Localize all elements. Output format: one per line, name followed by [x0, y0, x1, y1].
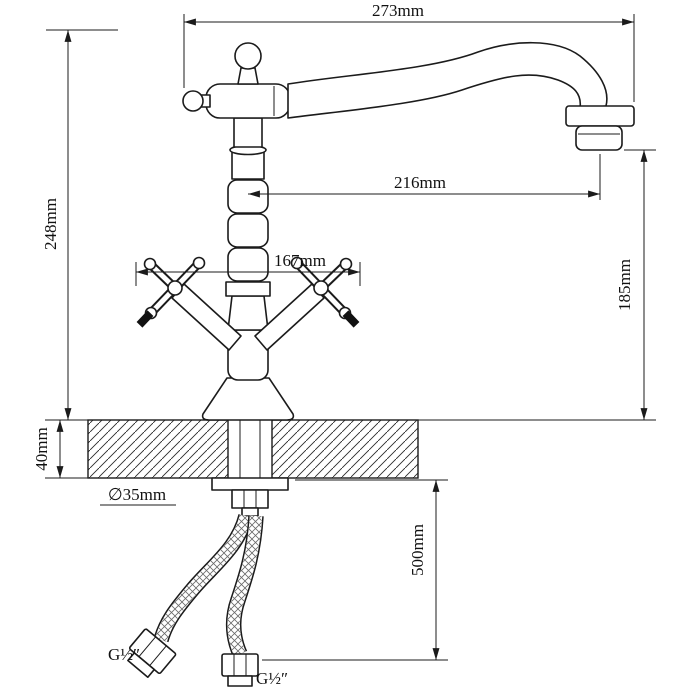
top-ball: [234, 42, 262, 70]
dim-handle-span: 167mm: [135, 251, 361, 286]
faucet-base: [201, 377, 295, 421]
countertop-section: [87, 419, 419, 479]
dim-height-above-deck: 248mm: [41, 29, 118, 421]
dim-248-label: 248mm: [41, 198, 60, 250]
dim-216-label: 216mm: [394, 173, 446, 192]
spout-outlet-flange: [565, 105, 635, 127]
right-handle-index: [342, 310, 360, 328]
spout: [287, 41, 608, 119]
supply-hoses: [127, 513, 264, 687]
thread-label-left: G½″: [108, 645, 140, 664]
top-ball-stem: [237, 67, 259, 85]
spout-hub: [205, 83, 291, 119]
dimensions: 273mm 216mm 167mm 248mm 40mm: [32, 1, 656, 688]
hose-left: [153, 513, 254, 643]
dim-deck-thickness: 40mm: [32, 420, 88, 479]
hose-fitting-left: [127, 628, 177, 679]
dim-500-label: 500mm: [408, 524, 427, 576]
dim-hose-length: 500mm: [262, 479, 448, 661]
below-deck-assembly: [211, 420, 289, 517]
aerator: [575, 125, 623, 151]
dim-35-label: ∅35mm: [108, 485, 166, 504]
left-handle-index: [136, 310, 154, 328]
hose-right: [225, 515, 264, 658]
dim-273-label: 273mm: [372, 1, 424, 20]
hose-fitting-right: [221, 653, 259, 687]
dim-total-reach: 273mm: [183, 1, 635, 102]
dim-167-label: 167mm: [274, 251, 326, 270]
thread-label-right: G½″: [256, 669, 288, 688]
dim-spout-reach: 216mm: [247, 154, 601, 200]
left-handle: [136, 256, 242, 351]
dim-40-label: 40mm: [32, 427, 51, 470]
dim-outlet-height: 185mm: [418, 149, 656, 421]
rear-knob: [182, 90, 204, 112]
dim-185-label: 185mm: [615, 259, 634, 311]
faucet-body: [182, 41, 635, 421]
right-handle: [254, 256, 360, 351]
dim-hole-diameter: ∅35mm: [100, 485, 176, 506]
